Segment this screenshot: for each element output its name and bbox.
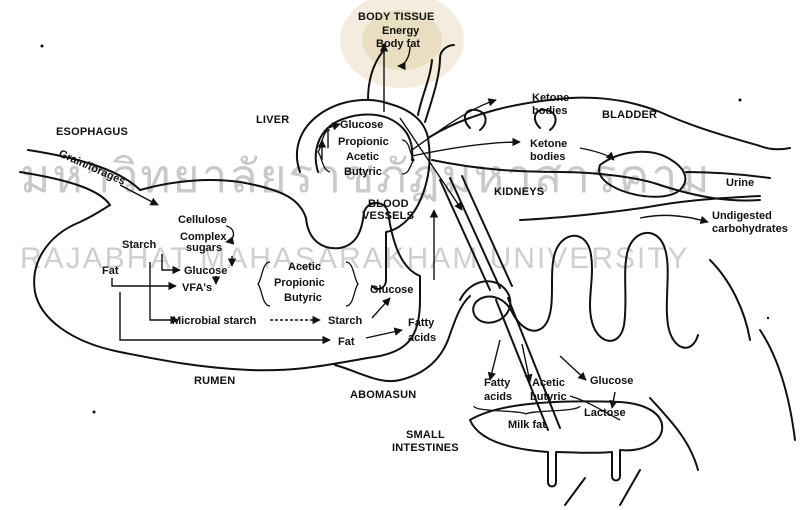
label-rumen: RUMEN	[194, 375, 235, 387]
label-body-fat: Body fat	[376, 38, 420, 50]
label-mid-glucose: Glucose	[370, 284, 413, 296]
arrow-starch-to-glucose	[162, 254, 180, 270]
label-kidneys: KIDNEYS	[494, 186, 544, 198]
arrow-undigested	[640, 215, 708, 222]
label-bladder: BLADDER	[602, 109, 657, 121]
body-tissue-vessel-left	[368, 50, 384, 100]
label-energy: Energy	[382, 25, 420, 37]
label-liver: LIVER	[256, 114, 289, 126]
brace-rumen-vfa	[258, 262, 270, 306]
body-right-edge	[760, 330, 795, 440]
scan-speck	[767, 317, 769, 319]
label-fatty-1: Fatty	[408, 317, 435, 329]
arrow-ketone-to-urine	[580, 148, 614, 160]
abomasum-outline	[335, 296, 470, 381]
arrow-fat-to-vfa	[112, 278, 176, 286]
label-fatty-2: Fatty	[484, 377, 511, 389]
label-bodies-2: bodies	[530, 151, 565, 163]
udder-leg-line-2	[565, 478, 585, 505]
label-body-tissue: BODY TISSUE	[358, 11, 435, 23]
label-acids-2: acids	[484, 391, 512, 403]
cow-back-outline	[710, 260, 750, 340]
arrow-intestine-fatty	[490, 340, 500, 380]
label-liver-acetic: Acetic	[346, 151, 379, 163]
label-ketone-2: Ketone	[530, 138, 567, 150]
label-blood: BLOOD	[368, 198, 409, 210]
label-fat: Fat	[102, 265, 119, 277]
label-cellulose: Cellulose	[178, 214, 227, 226]
label-microbial-starch: Microbial starch	[172, 315, 257, 327]
blood-vessel-mid	[450, 178, 500, 288]
kidney-lower-outline	[432, 160, 760, 200]
label-esophagus: ESOPHAGUS	[56, 126, 128, 138]
udder-outline	[470, 401, 662, 486]
udder-leg-line	[620, 470, 640, 505]
label-urine: Urine	[726, 177, 754, 189]
label-liver-propionic: Propionic	[338, 136, 389, 148]
label-lactose: Lactose	[584, 407, 626, 419]
blood-vessel-left	[440, 180, 490, 290]
esophagus-tube-outline-lower	[20, 172, 110, 205]
label-milk-fat: Milk fat	[508, 419, 546, 431]
label-vessels: VESSELS	[362, 210, 414, 222]
label-sugars: sugars	[186, 242, 222, 254]
label-bottom-acetic: Acetic	[532, 377, 565, 389]
label-rumen-glucose: Glucose	[184, 265, 227, 277]
label-bottom-butyric: butyric	[530, 391, 567, 403]
label-mid-fat: Fat	[338, 336, 355, 348]
label-acids-1: acids	[408, 332, 436, 344]
label-mid-starch: Starch	[328, 315, 363, 327]
label-rumen-propionic: Propionic	[274, 277, 325, 289]
arrow-fat-to-fatty-acids	[366, 330, 402, 338]
arrow-glucose-to-lactose	[612, 392, 615, 408]
label-vfas: VFA's	[182, 282, 212, 294]
label-liver-glucose: Glucose	[340, 119, 383, 131]
label-intestines: INTESTINES	[392, 442, 459, 454]
label-bottom-glucose: Glucose	[590, 375, 633, 387]
scan-speck	[739, 99, 742, 102]
label-abomasun: ABOMASUN	[350, 389, 416, 401]
scan-speck	[41, 45, 44, 48]
label-carbohydrates: carbohydrates	[712, 223, 788, 235]
label-liver-butyric: Butyric	[344, 166, 382, 178]
label-undigested: Undigested	[712, 210, 772, 222]
label-ketone-1: Ketone	[532, 92, 569, 104]
label-rumen-butyric: Butyric	[284, 292, 322, 304]
label-bodies-1: bodies	[532, 105, 567, 117]
brace-milk-fat	[474, 406, 580, 414]
brace-rumen-vfa-right	[346, 262, 358, 306]
body-tissue-vessel-right	[425, 45, 454, 122]
arrow-starch-to-glucose-mid	[372, 298, 390, 318]
arrow-cellulose-loop	[226, 226, 234, 242]
label-starch: Starch	[122, 239, 157, 251]
label-rumen-acetic: Acetic	[288, 261, 321, 273]
label-small: SMALL	[406, 429, 445, 441]
scan-speck	[93, 411, 96, 414]
udder-right-curve	[650, 398, 698, 470]
